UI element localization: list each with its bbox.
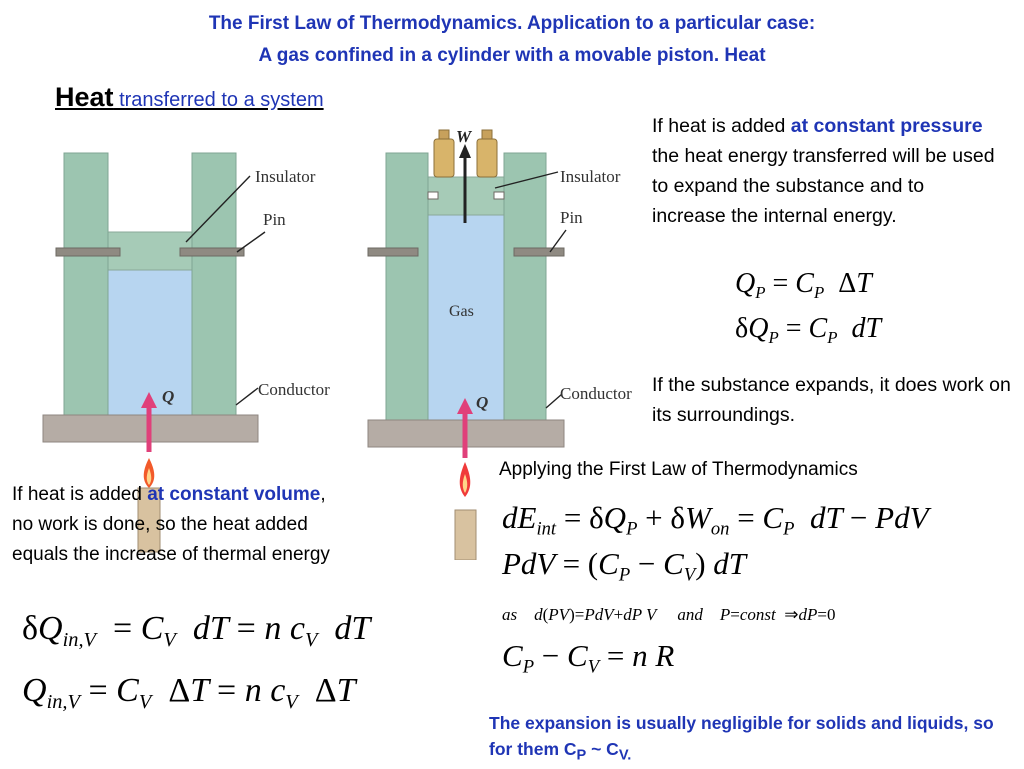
right-q-label: Q xyxy=(476,393,488,412)
note-sub-p: P xyxy=(576,747,587,764)
right-conductor-leader xyxy=(545,393,563,409)
note-text: The expansion is usually negligible for … xyxy=(489,713,994,759)
cv-text1: If heat is added xyxy=(12,484,148,505)
left-conductor-label: Conductor xyxy=(258,380,330,399)
eq-qp: QP = CP ΔT xyxy=(735,268,872,302)
cv-highlight: at constant volume xyxy=(147,484,321,505)
left-piston xyxy=(107,231,193,271)
left-pin-left xyxy=(55,247,121,257)
cylinder-diagram: Insulator Pin Conductor Q xyxy=(42,127,632,560)
note-sub-v: V. xyxy=(618,747,632,764)
right-wall-right xyxy=(503,152,547,421)
heading-main: Heat xyxy=(55,82,114,112)
eq-first-law: dEint = δQP + δWon = CP dT − PdV xyxy=(502,500,929,540)
note-solids-liquids: The expansion is usually negligible for … xyxy=(489,710,999,769)
work-label: W xyxy=(456,127,473,146)
right-gas xyxy=(428,215,504,420)
eq-cp-cv: CP − CV = n R xyxy=(502,638,675,678)
left-wall-right xyxy=(191,152,237,416)
eq-dqp: δQP = CP dT xyxy=(735,313,882,347)
left-insulator-label: Insulator xyxy=(255,167,316,186)
left-insulator-leader xyxy=(185,175,251,243)
work-arrow-head xyxy=(459,144,471,158)
gas-label: Gas xyxy=(449,303,474,320)
left-q-label: Q xyxy=(162,387,174,406)
right-pin-hole-left xyxy=(427,191,439,200)
left-candle xyxy=(137,458,161,553)
left-conductor-leader xyxy=(235,387,259,406)
left-flame-core xyxy=(146,468,152,485)
cp-highlight: at constant pressure xyxy=(790,115,983,137)
right-pin-label: Pin xyxy=(560,208,583,227)
slide-title-line2: A gas confined in a cylinder with a mova… xyxy=(258,45,766,66)
left-gas xyxy=(108,270,192,415)
const-volume-paragraph: If heat is added at constant volume, no … xyxy=(12,480,342,570)
right-flame-core xyxy=(462,474,468,493)
first-law-heading: Applying the First Law of Thermodynamics xyxy=(499,459,858,480)
slide-title-line1: The First Law of Thermodynamics. Applica… xyxy=(208,13,816,34)
right-pin-leader xyxy=(549,229,567,253)
weight-right xyxy=(476,129,498,178)
eq-dq-in-v: δQin,V = CV dT = n cV dT xyxy=(22,610,371,652)
right-heat-arrow-head xyxy=(457,398,473,414)
heading-sub: transferred to a system xyxy=(113,89,324,111)
cv-text2: , no work is done, so the heat added equ… xyxy=(12,484,330,565)
right-wall-left xyxy=(385,152,429,421)
left-pin-right xyxy=(179,247,245,257)
left-candle-body xyxy=(137,487,161,553)
left-wall-left xyxy=(63,152,109,416)
eq-pdv: PdV = (CP − CV) dT xyxy=(502,546,747,586)
note-tilde: ~ C xyxy=(586,739,619,759)
left-cylinder: Insulator Pin Conductor Q xyxy=(42,152,330,553)
cp-text1: If heat is added xyxy=(652,115,791,137)
section-heading: Heat transferred to a system xyxy=(55,82,324,113)
left-heat-arrow-head xyxy=(141,392,157,408)
right-conductor-label: Conductor xyxy=(560,384,632,403)
left-pin-label: Pin xyxy=(263,210,286,229)
right-cylinder: W Gas Insulator Pin Conductor Q xyxy=(367,127,632,560)
right-candle-body xyxy=(454,509,477,560)
const-pressure-paragraph: If heat is added at constant pressure th… xyxy=(652,111,997,231)
cp-text2: the heat energy transferred will be used… xyxy=(652,145,995,227)
right-candle xyxy=(454,462,477,560)
left-pin-leader xyxy=(236,231,266,253)
eq-q-in-v: Qin,V = CV ΔT = n cV ΔT xyxy=(22,672,356,714)
right-pin-hole-right xyxy=(493,191,505,200)
right-pin-right xyxy=(513,247,565,257)
weight-left xyxy=(433,129,455,178)
expands-paragraph: If the substance expands, it does work o… xyxy=(652,374,1011,426)
right-insulator-leader xyxy=(494,171,559,189)
right-pin-left xyxy=(367,247,419,257)
right-insulator-label: Insulator xyxy=(560,167,621,186)
eq-as-and: as d(PV)=PdV+dP V and P=const ⇒dP=0 xyxy=(502,605,836,624)
